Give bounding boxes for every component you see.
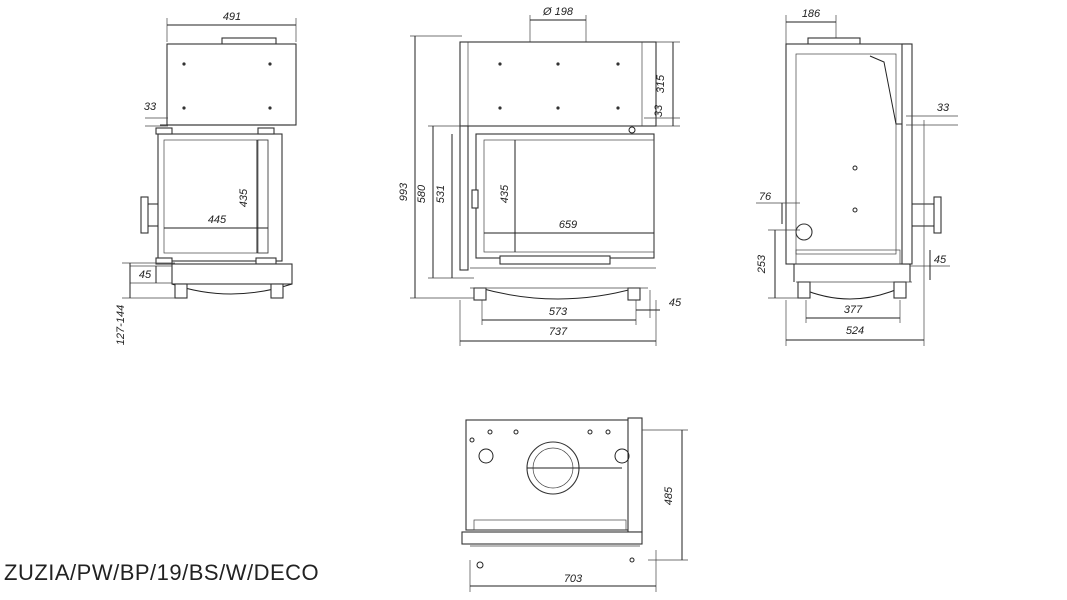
front-glass-width-label: 445 xyxy=(208,214,227,226)
side-offset-label: 45 xyxy=(669,297,682,309)
corner-front-view: Ø 198 993 580 531 435 659 xyxy=(398,6,682,346)
model-name: ZUZIA/PW/BP/19/BS/W/DECO xyxy=(4,560,320,585)
top-view: 485 703 xyxy=(461,417,688,592)
top-width-label: 703 xyxy=(564,573,583,585)
front-glass-height-label: 435 xyxy=(238,188,250,207)
front-width-label: 491 xyxy=(223,11,241,23)
inlet-level-label: 253 xyxy=(756,254,768,274)
inlet-height-label: 76 xyxy=(759,191,772,203)
front-top-offset-label: 33 xyxy=(144,101,157,113)
side-view: 186 33 76 253 xyxy=(756,8,958,346)
total-width-label: 737 xyxy=(549,326,568,338)
door-top-height-label: 580 xyxy=(416,184,428,203)
inner-depth-label: 377 xyxy=(844,304,863,316)
side-top-offset-label: 33 xyxy=(937,102,950,114)
flue-diameter-label: Ø 198 xyxy=(542,6,574,18)
front-bottom-offset-label: 45 xyxy=(139,269,152,281)
inner-width-label: 573 xyxy=(549,306,568,318)
corner-top-offset-label: 33 xyxy=(653,104,665,117)
side-top-width-label: 186 xyxy=(802,8,821,20)
corner-glass-width-label: 659 xyxy=(559,219,577,231)
total-height-label: 993 xyxy=(398,182,410,201)
glass-frame-height-label: 531 xyxy=(435,185,447,203)
top-height-label: 315 xyxy=(655,74,667,93)
front-view: 491 33 435 445 xyxy=(115,11,297,345)
corner-glass-height-label: 435 xyxy=(499,184,511,203)
front-leg-range-label: 127-144 xyxy=(115,305,127,345)
top-depth-label: 485 xyxy=(663,486,675,505)
side-bottom-offset-label: 45 xyxy=(934,254,947,266)
total-depth-label: 524 xyxy=(846,325,864,337)
